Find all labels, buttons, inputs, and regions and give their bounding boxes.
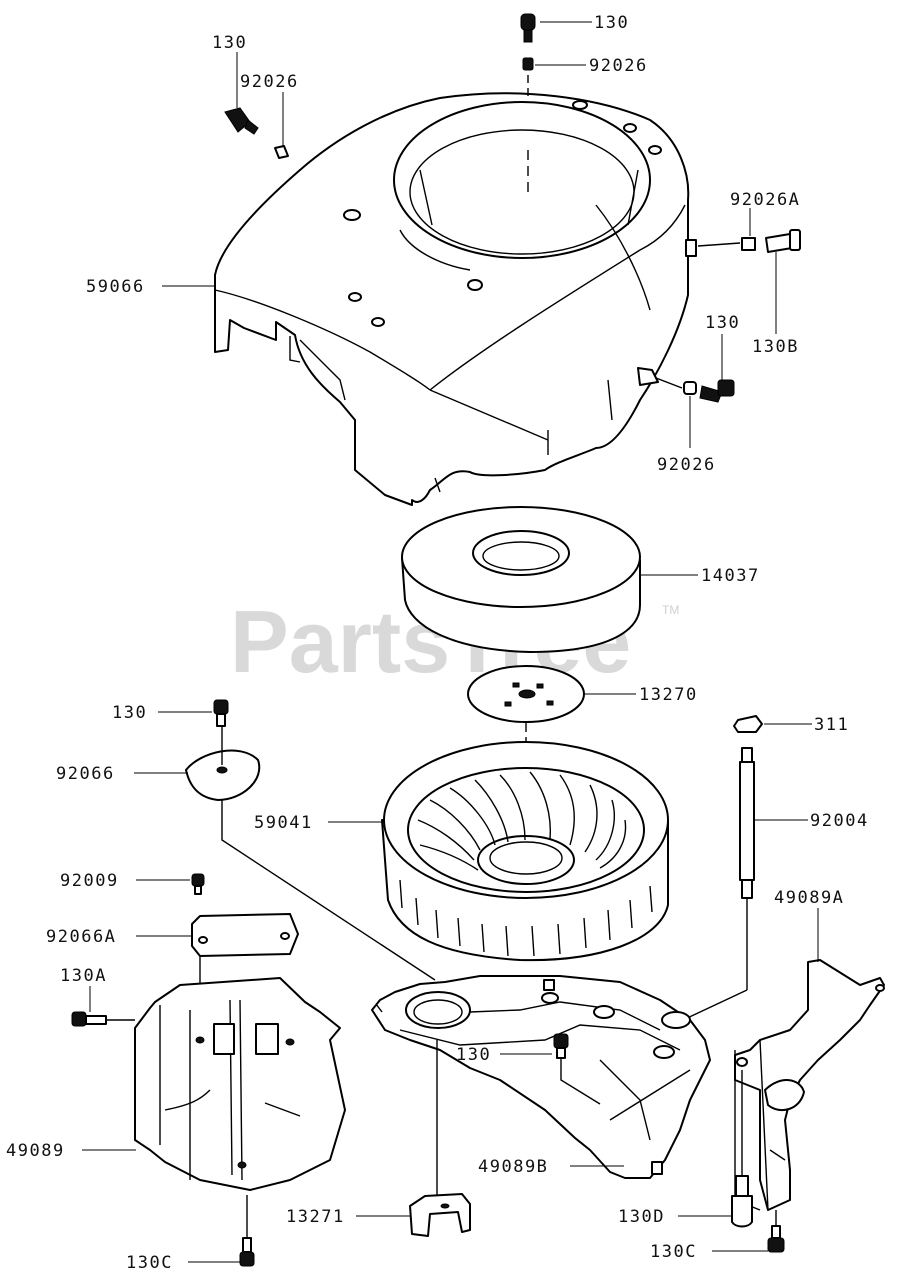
plate-92066A[interactable] <box>191 913 299 957</box>
callout-59041: 59041 <box>254 813 313 833</box>
callout-92026-left: 92026 <box>240 72 299 92</box>
callout-92066A: 92066A <box>46 927 116 947</box>
plate-13270[interactable] <box>467 665 585 723</box>
bolt-130-top[interactable] <box>520 13 536 43</box>
bolt-130A[interactable] <box>71 1011 107 1027</box>
bolt-130-base[interactable] <box>553 1033 569 1059</box>
callout-130-washer: 130 <box>112 703 147 723</box>
callout-14037: 14037 <box>701 566 760 586</box>
bolt-130B-right[interactable] <box>765 229 801 253</box>
leader-stud-to-base <box>682 989 748 1021</box>
screen-14037[interactable] <box>401 506 641 653</box>
baffle-49089A[interactable] <box>734 959 885 1211</box>
collar-92026A-right[interactable] <box>741 237 756 251</box>
base-plate-49089B[interactable] <box>371 975 711 1179</box>
callout-130C-right: 130C <box>650 1242 697 1262</box>
callout-92004: 92004 <box>810 811 869 831</box>
bolt-130-washer[interactable] <box>213 699 229 727</box>
callout-49089B: 49089B <box>478 1157 548 1177</box>
bolt-130-left[interactable] <box>224 107 259 135</box>
watermark-trademark: TM <box>662 603 679 617</box>
callout-92026-lower: 92026 <box>657 455 716 475</box>
callout-13270: 13270 <box>639 685 698 705</box>
baffle-49089[interactable] <box>134 977 346 1191</box>
flywheel-fan-59041[interactable] <box>381 741 669 962</box>
bolt-130-lower-right[interactable] <box>699 379 735 403</box>
nut-311[interactable] <box>733 715 763 733</box>
callout-92066: 92066 <box>56 764 115 784</box>
screw-130C-right[interactable] <box>767 1225 785 1253</box>
callout-130-base: 130 <box>456 1045 491 1065</box>
callout-130B: 130B <box>752 337 799 357</box>
stud-92004[interactable] <box>739 747 755 899</box>
leader-washer-to-base <box>221 800 436 981</box>
callout-130D: 130D <box>618 1207 665 1227</box>
callout-59066: 59066 <box>86 277 145 297</box>
bolt-130D[interactable] <box>731 1175 753 1228</box>
fan-housing-59066[interactable] <box>214 92 697 506</box>
leader-92026A <box>697 242 741 247</box>
screw-130C-left[interactable] <box>239 1237 255 1267</box>
callout-130-top: 130 <box>594 13 629 33</box>
collar-92026-top[interactable] <box>522 57 534 71</box>
callout-311: 311 <box>814 715 849 735</box>
collar-92026-lower-right[interactable] <box>683 381 697 395</box>
callout-130-right: 130 <box>705 313 740 333</box>
bracket-13271[interactable] <box>409 1193 471 1237</box>
callout-13271: 13271 <box>286 1207 345 1227</box>
collar-92026-left[interactable] <box>274 145 289 159</box>
screw-92009[interactable] <box>191 873 205 895</box>
callout-92009: 92009 <box>60 871 119 891</box>
callout-92026-top: 92026 <box>589 56 648 76</box>
leader-base-bolt <box>560 1058 601 1105</box>
callout-130C-left: 130C <box>126 1253 173 1273</box>
callout-49089: 49089 <box>6 1141 65 1161</box>
callout-49089A: 49089A <box>774 888 844 908</box>
callout-92026A: 92026A <box>730 190 800 210</box>
callout-130-left: 130 <box>212 33 247 53</box>
leader-92026-lower <box>655 377 683 389</box>
callout-130A: 130A <box>60 966 107 986</box>
washer-plate-92066[interactable] <box>185 749 261 801</box>
